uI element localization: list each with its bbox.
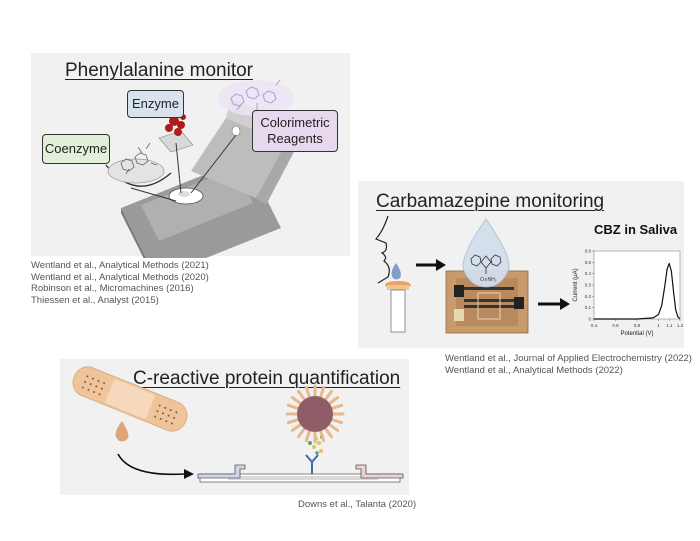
carbamazepine-title: Carbamazepine monitoring — [376, 191, 605, 212]
particle-spike — [286, 417, 301, 425]
molecule-label: O∧NH₂ — [480, 277, 497, 283]
collection-tube — [390, 289, 406, 333]
enzyme-square — [158, 130, 194, 153]
particle-spike — [323, 426, 333, 439]
citation: Wentland et al., Analytical Methods (202… — [445, 364, 623, 376]
citation: Robinson et al., Micromachines (2016) — [31, 283, 194, 294]
particle-spike — [329, 403, 344, 411]
enzyme-label: Enzyme — [132, 96, 179, 111]
particle-spike — [323, 389, 333, 402]
sample-drop — [115, 421, 129, 442]
curved-arrow-icon — [117, 453, 186, 476]
x-tick-label: 1.1 — [666, 323, 673, 328]
x-tick-label: 1.2 — [677, 323, 684, 328]
y-axis-label: Current (μA) — [573, 268, 579, 301]
series-line — [594, 262, 681, 320]
enzyme-label-box: Enzyme — [127, 90, 184, 118]
phenylalanine-illustration — [105, 79, 296, 258]
coenzyme-label-box: Coenzyme — [42, 134, 110, 164]
phenylalanine-title: Phenylalanine monitor — [65, 60, 254, 81]
strip-pad-left — [197, 464, 246, 479]
strip-pad-right — [355, 464, 404, 479]
crp-citations: Downs et al., Talanta (2020) — [298, 499, 416, 511]
crp-particle — [285, 384, 345, 444]
y-tick-label: 0.1 — [585, 305, 592, 310]
molecule-drop — [462, 218, 510, 288]
carbamazepine-citations: Wentland et al., Journal of Applied Elec… — [445, 353, 692, 376]
particle-spike — [290, 396, 303, 406]
y-tick-label: 0.4 — [585, 271, 592, 276]
carbamazepine-illustration: O∧NH₂ — [374, 215, 570, 334]
coenzyme-label: Coenzyme — [44, 141, 108, 156]
antibody — [305, 454, 319, 474]
particle-spike — [318, 385, 326, 400]
phenylalanine-citations: Wentland et al., Analytical Methods (202… — [31, 260, 209, 306]
bandage — [72, 366, 188, 432]
x-tick-label: 1 — [657, 323, 660, 328]
face-profile — [374, 215, 390, 284]
reagent-molecule — [218, 79, 294, 116]
particle-spike — [290, 422, 303, 432]
colorimetric-label-line1: Colorimetric — [260, 115, 330, 130]
particle-spike — [327, 396, 340, 406]
citation: Thiessen et al., Analyst (2015) — [31, 294, 159, 306]
saliva-drop — [391, 263, 401, 280]
crp-title: C-reactive protein quantification — [133, 368, 401, 389]
particle-spike — [297, 426, 307, 439]
x-tick-label: 0.8 — [634, 323, 641, 328]
colorimetric-label-box: Colorimetric Reagents — [252, 110, 338, 152]
x-axis-label: Potential (V) — [620, 331, 653, 337]
particle-spike — [327, 422, 340, 432]
colorimetric-label-line2: Reagents — [267, 131, 323, 146]
y-tick-label: 0 — [588, 317, 591, 322]
particle-spike — [318, 428, 326, 443]
particle-spike — [297, 389, 307, 402]
chart-plot-area — [593, 250, 681, 320]
y-tick-label: 0.3 — [585, 283, 592, 288]
cbz-chart-title: CBZ in Saliva — [594, 222, 678, 237]
y-tick-label: 0.5 — [585, 260, 592, 265]
citation: Wentland et al., Analytical Methods (202… — [31, 260, 209, 271]
y-tick-label: 0.6 — [585, 249, 592, 254]
citation: Wentland et al., Analytical Methods (202… — [31, 271, 209, 283]
particle-spike — [304, 385, 312, 400]
x-tick-label: 0.4 — [591, 323, 598, 328]
x-tick-label: 0.6 — [612, 323, 619, 328]
y-tick-label: 0.2 — [585, 294, 592, 299]
citation: Downs et al., Talanta (2020) — [298, 499, 417, 510]
particle-spike — [304, 428, 312, 443]
particle-spike — [329, 417, 344, 425]
carbamazepine-molecule — [470, 254, 502, 274]
particle-spike — [286, 403, 301, 411]
crp-illustration — [72, 366, 404, 483]
citation: Wentland et al., Journal of Applied Elec… — [445, 353, 692, 364]
